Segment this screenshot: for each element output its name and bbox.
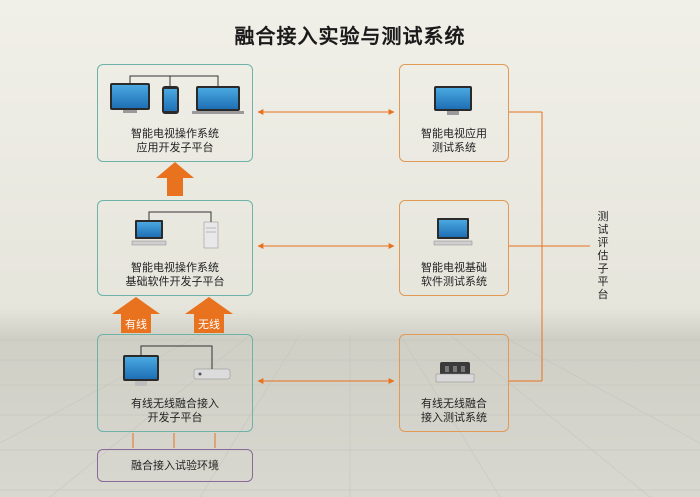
tv-base-test-line2: 软件测试系统 xyxy=(421,275,487,288)
fusion-access-dev-box: 有线无线融合接入 开发子平台 xyxy=(97,334,253,432)
tv-app-test-box: 智能电视应用 测试系统 xyxy=(399,64,509,162)
tv-os-app-dev-line2: 应用开发子平台 xyxy=(136,141,214,154)
tv-os-base-dev-line1: 智能电视操作系统 xyxy=(131,261,219,274)
tv-devices-icon xyxy=(110,75,244,114)
diagram-title: 融合接入实验与测试系统 xyxy=(234,24,466,48)
monitor-settop-icon xyxy=(123,345,231,386)
tv-os-base-dev-box: 智能电视操作系统 基础软件开发子平台 xyxy=(97,200,253,296)
base-test-pc-icon xyxy=(433,218,473,246)
tv-base-test-line1: 智能电视基础 xyxy=(421,261,487,274)
fusion-access-dev-line1: 有线无线融合接入 xyxy=(131,397,219,410)
app-test-monitor-icon xyxy=(434,86,472,115)
tv-os-app-dev-line1: 智能电视操作系统 xyxy=(131,127,219,140)
up-arrow-wireless xyxy=(185,297,233,333)
test-eval-platform-label: 测试评估子平台 xyxy=(597,210,609,301)
access-test-device-icon xyxy=(435,362,475,383)
tv-os-app-dev-box: 智能电视操作系统 应用开发子平台 xyxy=(97,64,253,162)
fusion-access-test-line2: 接入测试系统 xyxy=(421,411,487,424)
fusion-access-test-box: 有线无线融合 接入测试系统 xyxy=(399,334,509,432)
wireless-arrow-label: 无线 xyxy=(198,318,220,331)
pc-server-icon xyxy=(131,211,219,249)
tv-base-test-box: 智能电视基础 软件测试系统 xyxy=(399,200,509,296)
tv-os-base-dev-line2: 基础软件开发子平台 xyxy=(125,275,225,288)
up-arrow-main xyxy=(156,162,194,196)
test-eval-bracket xyxy=(509,111,590,382)
fusion-access-dev-line2: 开发子平台 xyxy=(147,411,203,424)
wired-arrow-label: 有线 xyxy=(125,318,147,331)
tv-app-test-line2: 测试系统 xyxy=(432,141,476,154)
env-connectors xyxy=(132,433,216,448)
fusion-access-test-line1: 有线无线融合 xyxy=(421,397,487,410)
tv-app-test-line1: 智能电视应用 xyxy=(421,127,487,140)
fusion-test-env-label: 融合接入试验环境 xyxy=(131,459,219,472)
up-arrow-wired xyxy=(112,297,160,333)
fusion-test-env-box: 融合接入试验环境 xyxy=(97,449,253,482)
